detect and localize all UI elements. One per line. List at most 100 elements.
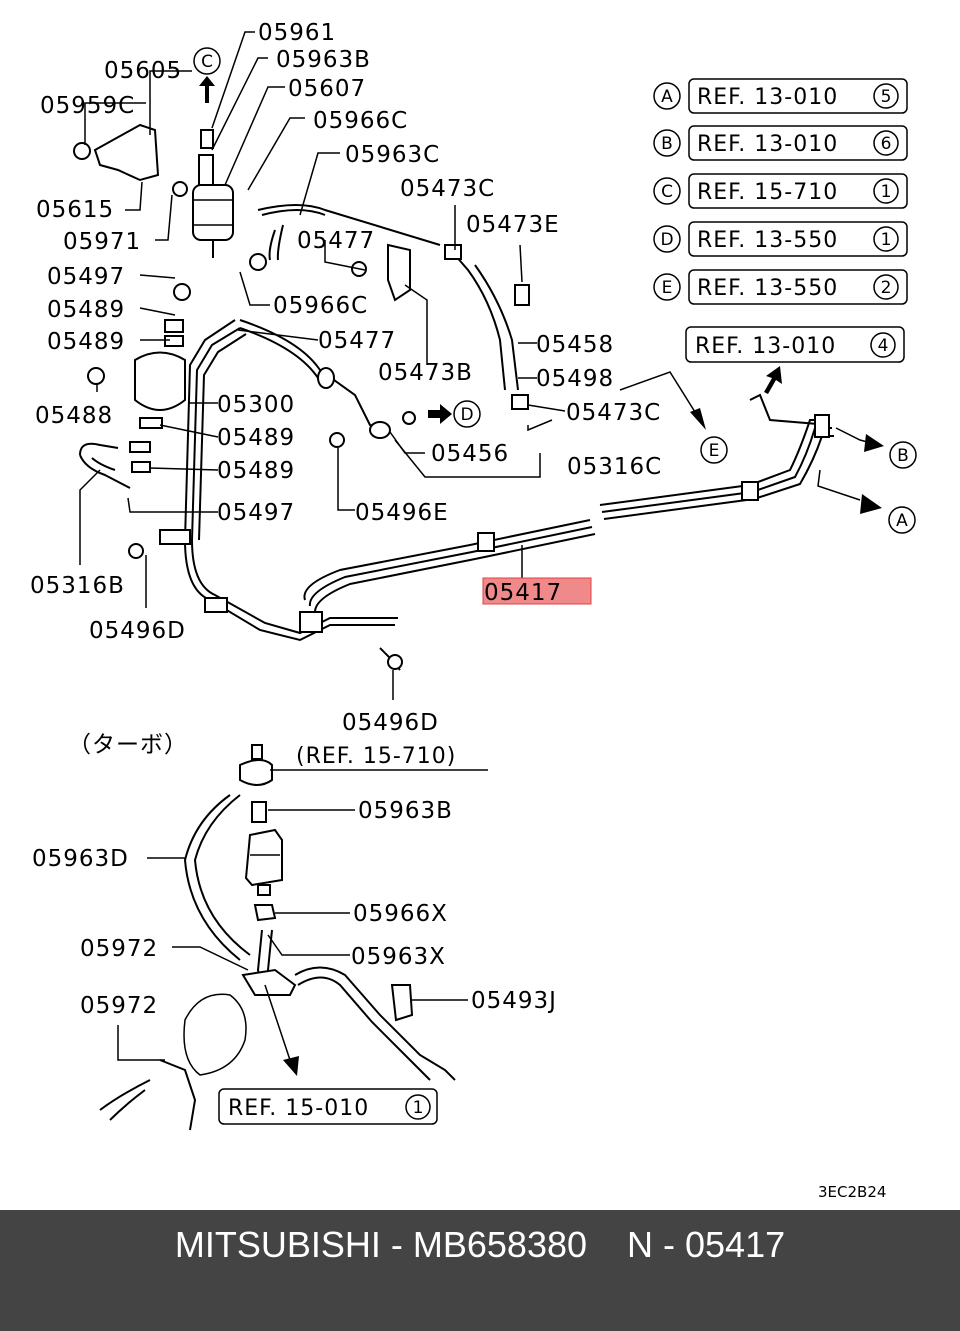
ref-num-circle [873, 178, 899, 204]
label-05489-c[interactable]: 05489 [217, 425, 295, 451]
clamp-icon [514, 284, 530, 306]
ref-text-bottom: REF. 15-010 [228, 1096, 369, 1121]
ref-row-e[interactable]: E REF. 13-550 2 [653, 269, 908, 305]
label-05473c[interactable]: 05473C [400, 176, 495, 202]
clamp-icon [511, 394, 529, 410]
label-05961[interactable]: 05961 [258, 20, 336, 46]
label-05966x[interactable]: 05966X [353, 901, 448, 927]
label-05497-bottom[interactable]: 05497 [217, 500, 295, 526]
label-05417-selected[interactable]: 05417 [484, 580, 562, 606]
ref-letter: C [661, 182, 673, 202]
label-05473c-mid[interactable]: 05473C [566, 400, 661, 426]
label-05959c[interactable]: 05959C [40, 93, 135, 119]
marker-b[interactable] [889, 441, 917, 469]
label-05477-b[interactable]: 05477 [318, 328, 396, 354]
label-05498[interactable]: 05498 [536, 366, 614, 392]
filter-icon [244, 828, 283, 887]
turbo-assembly: REF. 15-010 1 [99, 744, 488, 1131]
label-05966c-mid[interactable]: 05966C [273, 293, 368, 319]
label-05477[interactable]: 05477 [297, 228, 375, 254]
arrow-right-icon [864, 434, 884, 452]
marker-e[interactable] [700, 436, 728, 464]
ref-row-a[interactable]: A REF. 13-010 5 [653, 78, 908, 114]
arrow-right-icon [860, 494, 882, 514]
ref-row-b[interactable]: B REF. 13-010 6 [653, 125, 908, 161]
ref-num: 1 [881, 182, 892, 202]
label-05493j[interactable]: 05493J [471, 988, 557, 1014]
label-05488[interactable]: 05488 [35, 403, 113, 429]
label-05473b[interactable]: 05473B [378, 360, 473, 386]
label-05972-b[interactable]: 05972 [80, 993, 158, 1019]
label-05963c[interactable]: 05963C [345, 142, 440, 168]
clamp-icon [390, 984, 414, 1022]
label-05496d-left[interactable]: 05496D [89, 618, 186, 644]
label-05963x[interactable]: 05963X [351, 944, 446, 970]
label-05456[interactable]: 05456 [431, 441, 509, 467]
connector-icon [249, 253, 267, 271]
arrow-down-icon [283, 1056, 299, 1076]
label-05972[interactable]: 05972 [80, 936, 158, 962]
label-05473e[interactable]: 05473E [466, 212, 560, 238]
arrow-up-icon [764, 366, 782, 394]
arrow-right-icon [428, 404, 452, 424]
label-05963b-bottom[interactable]: 05963B [358, 798, 453, 824]
ref-box [688, 173, 908, 209]
bolt-icon [387, 654, 403, 670]
ref-letter-circle [653, 273, 681, 301]
label-05971[interactable]: 05971 [63, 229, 141, 255]
ref-letter-circle [653, 82, 681, 110]
ref-box [688, 125, 908, 161]
ref-num-circle [870, 332, 896, 358]
engine-outline [183, 993, 247, 1076]
regulator-icon [134, 351, 186, 411]
label-05496d-bottom[interactable]: 05496D [342, 710, 439, 736]
clamp-icon [444, 244, 462, 260]
diagram-code: 3EC2B24 [818, 1183, 886, 1201]
ref-num: 2 [881, 278, 892, 298]
label-05615[interactable]: 05615 [36, 197, 114, 223]
marker-a[interactable] [888, 506, 916, 534]
ref-row-d[interactable]: D REF. 13-550 1 [653, 221, 908, 257]
turbo-ref-label[interactable]: (REF. 15-710) [296, 744, 456, 769]
ref-letter-circle [653, 129, 681, 157]
label-05963d[interactable]: 05963D [32, 846, 129, 872]
ref-box-bottom[interactable] [218, 1088, 438, 1125]
ref-row-c[interactable]: C REF. 15-710 1 [653, 173, 908, 209]
ref-text: REF. 13-010 [697, 85, 838, 110]
ref-num: 6 [881, 134, 892, 154]
label-05316c[interactable]: 05316C [567, 454, 662, 480]
label-05489-b[interactable]: 05489 [47, 329, 125, 355]
ref-letter: D [660, 230, 673, 250]
ref-row-f[interactable]: REF. 13-010 4 [685, 326, 905, 363]
ref-num-circle [873, 274, 899, 300]
bolt-icon [172, 181, 188, 197]
label-05496e[interactable]: 05496E [355, 500, 449, 526]
ref-letter: B [661, 134, 673, 154]
label-05489-d[interactable]: 05489 [217, 458, 295, 484]
label-05489[interactable]: 05489 [47, 297, 125, 323]
marker-c[interactable] [193, 47, 221, 75]
label-05963b[interactable]: 05963B [276, 47, 371, 73]
label-05966c[interactable]: 05966C [313, 108, 408, 134]
fuel-line-diagram: A REF. 13-010 5 B REF. 13-010 6 C REF. 1… [30, 20, 917, 1201]
ref-text: REF. 13-010 [697, 132, 838, 157]
bolt-icon [329, 432, 345, 448]
label-05300[interactable]: 05300 [217, 392, 295, 418]
bolt-icon [128, 543, 144, 559]
part-labels: 05961 05963B 05605 05607 05959C 05966C 0… [30, 20, 886, 1201]
clip-icon [253, 904, 277, 922]
ref-num: 5 [881, 87, 892, 107]
label-05458[interactable]: 05458 [536, 332, 614, 358]
ref-box [688, 78, 908, 114]
marker-d[interactable] [453, 400, 481, 428]
label-05607[interactable]: 05607 [288, 76, 366, 102]
nut-icon [73, 142, 91, 160]
arrow-up-icon [199, 76, 215, 103]
return-hose [454, 254, 506, 391]
hose-icon [198, 154, 214, 186]
label-05605[interactable]: 05605 [104, 58, 182, 84]
label-05497[interactable]: 05497 [47, 264, 125, 290]
footer-part-number: MITSUBISHI - MB658380 N - 05417 [174, 1224, 786, 1265]
label-05316b[interactable]: 05316B [30, 573, 125, 599]
